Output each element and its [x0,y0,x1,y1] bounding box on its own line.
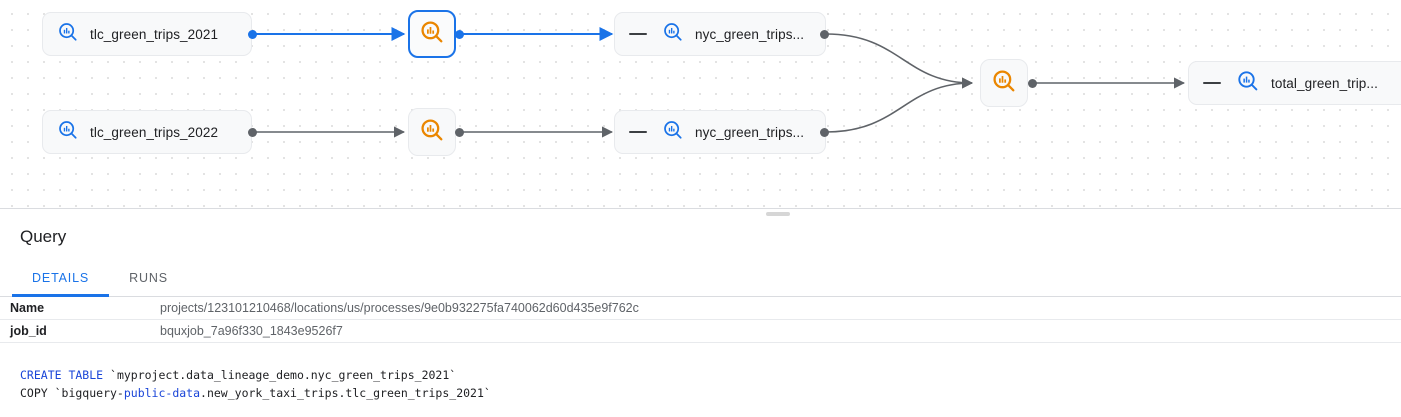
bigquery-table-icon [57,21,79,48]
lineage-edges [252,27,1186,138]
lineage-node-label: total_green_trip... [1271,75,1378,91]
tab-details[interactable]: DETAILS [12,261,110,297]
bigquery-table-icon [662,119,684,146]
panel-tabs: DETAILS RUNS [0,261,1401,297]
sql-keyword: CREATE TABLE [20,368,104,382]
lineage-node-process[interactable] [408,108,456,156]
property-value: projects/123101210468/locations/us/proce… [160,301,639,315]
lineage-node-tlc-green-trips-2022[interactable]: tlc_green_trips_2022 [42,110,252,154]
sql-text: .new_york_taxi_trips.tlc_green_trips_202… [200,386,491,400]
lineage-node-label: tlc_green_trips_2022 [90,124,219,140]
property-key: Name [10,301,45,315]
node-output-port[interactable] [248,30,257,39]
lineage-canvas[interactable]: tlc_green_trips_2021 tlc_green_trips_202… [0,0,1401,209]
panel-resize-handle[interactable] [766,212,790,216]
bigquery-table-icon [1236,69,1260,98]
bigquery-process-icon [991,68,1017,99]
bigquery-process-icon [419,117,445,148]
lineage-node-nyc-green-trips-1[interactable]: nyc_green_trips... [614,12,826,56]
node-output-port[interactable] [455,30,464,39]
sql-code-block: CREATE TABLE `myproject.data_lineage_dem… [0,366,1401,402]
lineage-node-label: nyc_green_trips... [695,124,805,140]
panel-title: Query [20,227,67,246]
lineage-node-label: tlc_green_trips_2021 [90,26,219,42]
tab-runs[interactable]: RUNS [129,271,168,285]
node-output-port[interactable] [248,128,257,137]
sql-text: `myproject.data_lineage_demo.nyc_green_t… [103,368,457,382]
property-key: job_id [10,324,47,338]
property-row-job-id: job_id bquxjob_7a96f330_1843e9526f7 [0,320,1401,343]
sql-text: COPY `bigquery- [20,386,124,400]
lineage-node-total-green-trips[interactable]: total_green_trip... [1188,61,1401,105]
lineage-node-process-merge[interactable] [980,59,1028,107]
collapse-icon[interactable] [629,33,647,35]
bigquery-table-icon [57,119,79,146]
node-output-port[interactable] [820,30,829,39]
lineage-node-tlc-green-trips-2021[interactable]: tlc_green_trips_2021 [42,12,252,56]
sql-keyword: public-data [123,386,201,400]
node-output-port[interactable] [455,128,464,137]
node-output-port[interactable] [820,128,829,137]
lineage-node-process-selected[interactable] [408,10,456,58]
bigquery-process-icon [419,19,445,50]
lineage-node-nyc-green-trips-2[interactable]: nyc_green_trips... [614,110,826,154]
details-panel: Query DETAILS RUNS Name projects/1231012… [0,209,1401,402]
lineage-node-label: nyc_green_trips... [695,26,805,42]
property-row-name: Name projects/123101210468/locations/us/… [0,297,1401,320]
collapse-icon[interactable] [629,131,647,133]
property-value: bquxjob_7a96f330_1843e9526f7 [160,324,343,338]
bigquery-table-icon [662,21,684,48]
collapse-icon[interactable] [1203,82,1221,84]
node-output-port[interactable] [1028,79,1037,88]
